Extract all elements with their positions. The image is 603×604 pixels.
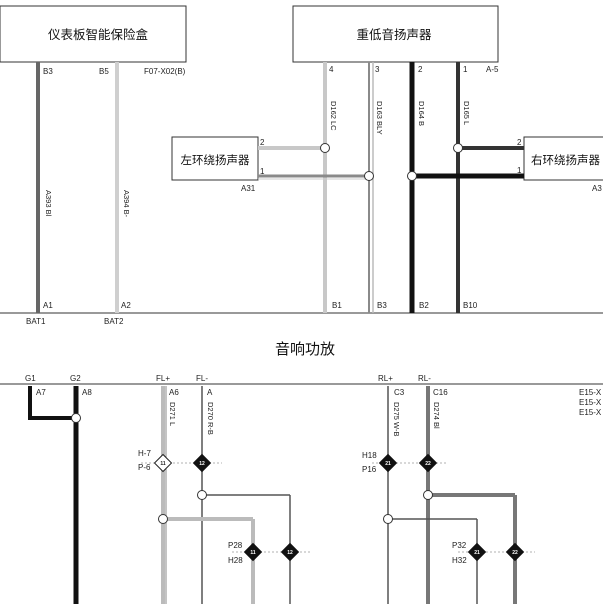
pin-label: A7: [36, 388, 46, 397]
connector-label: A31: [241, 184, 256, 193]
connector-diamond-number: 22: [425, 461, 431, 467]
pin-label: A1: [43, 301, 53, 310]
connector-label: E15-X: [579, 398, 602, 407]
connector-diamond: [467, 542, 487, 562]
splice-dot: [71, 413, 81, 423]
pin-label: 1: [463, 65, 468, 74]
pin-label: P16: [362, 465, 377, 474]
wire-label: D163 BLY: [375, 101, 384, 135]
wire-label: D270 R-B: [206, 402, 215, 435]
pin-label: FL-: [196, 374, 208, 383]
pin-label: FL+: [156, 374, 170, 383]
pin-label: A6: [169, 388, 179, 397]
connector-diamond-number: 12: [199, 461, 205, 467]
pin-label: H28: [228, 556, 243, 565]
splice-dot: [453, 143, 463, 153]
pin-label: B3: [43, 67, 53, 76]
pin-label: G2: [70, 374, 81, 383]
splice-dot: [383, 514, 393, 524]
pin-label: B1: [332, 301, 342, 310]
wire-label: D274 Bl: [432, 402, 441, 429]
connector-label: A3: [592, 184, 602, 193]
left-surround-label: 左环绕扬声器: [181, 153, 250, 167]
connector-diamond: [418, 453, 438, 473]
pin-label: 2: [517, 138, 522, 147]
pin-label: A8: [82, 388, 92, 397]
pin-label: C16: [433, 388, 448, 397]
pin-label: 2: [418, 65, 423, 74]
pin-label: B5: [99, 67, 109, 76]
pin-label: 3: [375, 65, 380, 74]
pin-label: H18: [362, 451, 377, 460]
pin-label: 4: [329, 65, 334, 74]
pin-label: P28: [228, 541, 243, 550]
connector-label: F07-X02(B): [144, 67, 186, 76]
wire-label: D164 B: [417, 101, 426, 126]
pin-label: H32: [452, 556, 467, 565]
splice-dot: [364, 171, 374, 181]
pin-label: A: [207, 388, 213, 397]
connector-label: E15-X: [579, 408, 602, 417]
splice-dot: [423, 490, 433, 500]
pin-label: 1: [517, 166, 522, 175]
wire-label: A393 Bl: [44, 190, 53, 217]
pin-label: A2: [121, 301, 131, 310]
splice-dot: [197, 490, 207, 500]
pin-label: 2: [260, 138, 265, 147]
pin-label: 1: [260, 167, 265, 176]
pin-label: RL-: [418, 374, 431, 383]
connector-diamond-number: 12: [287, 550, 293, 556]
pin-label: B2: [419, 301, 429, 310]
wire-label: D165 L: [462, 101, 471, 125]
connector-diamond: [505, 542, 525, 562]
connector-diamond-number: 21: [385, 461, 391, 467]
pin-label: BAT2: [104, 317, 124, 326]
pin-label: P32: [452, 541, 467, 550]
connector-diamond-number: 11: [160, 461, 166, 467]
splice-dot: [320, 143, 330, 153]
pin-label: RL+: [378, 374, 393, 383]
amplifier-label: 音响功放: [275, 340, 335, 358]
fuse-box-label: 仪表板智能保险盒: [48, 27, 149, 42]
wire-label: D271 L: [168, 402, 177, 426]
connector-diamond: [243, 542, 263, 562]
wire-label: D162 LC: [329, 101, 338, 131]
right-surround-component: [523, 136, 603, 181]
subwoofer-component: [292, 5, 499, 63]
left-surround-component: [171, 136, 259, 181]
connector-diamond-number: 22: [512, 550, 518, 556]
fuse-box-component: [0, 5, 187, 63]
connector-diamond: [378, 453, 398, 473]
wire-label: A394 B-: [122, 190, 131, 218]
connector-diamond: [280, 542, 300, 562]
subwoofer-label: 重低音扬声器: [356, 27, 432, 42]
wire-label: D275 W-B: [392, 402, 401, 436]
connector-diamond-number: 21: [474, 550, 480, 556]
splice-dot: [158, 514, 168, 524]
pin-label: C3: [394, 388, 405, 397]
right-surround-label: 右环绕扬声器: [531, 153, 600, 167]
connector-label: E15-X: [579, 388, 602, 397]
connector-diamond: [192, 453, 212, 473]
pin-label: H-7: [138, 449, 151, 458]
connector-diamond-number: 11: [250, 550, 256, 556]
pin-label: B10: [463, 301, 478, 310]
pin-label: B3: [377, 301, 387, 310]
splice-dot: [407, 171, 417, 181]
pin-label: BAT1: [26, 317, 46, 326]
connector-label: A-5: [486, 65, 499, 74]
connector-diamond: [153, 453, 173, 473]
pin-label: P-6: [138, 463, 151, 472]
pin-label: G1: [25, 374, 36, 383]
